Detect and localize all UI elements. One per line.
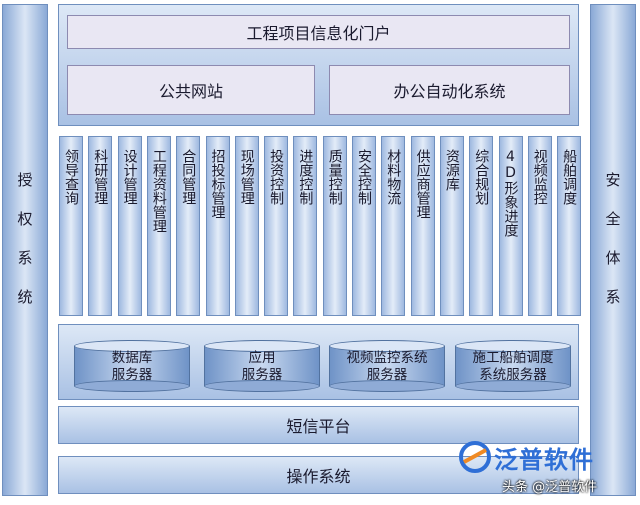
authorization-system-bar: 授权系统	[2, 4, 48, 496]
module-label: 供应商管理	[414, 149, 431, 219]
module-column: 进度控制	[293, 136, 318, 316]
module-column: 招投标管理	[205, 136, 230, 316]
security-system-bar: 安全体系	[590, 4, 636, 496]
module-label: 资源库	[443, 149, 460, 191]
office-system-box: 办公自动化系统	[329, 65, 570, 115]
server-label: 应用 服务器	[241, 350, 283, 383]
module-column: 材料物流	[381, 136, 406, 316]
security-system-label: 安全体系	[603, 172, 622, 328]
module-column: 工程资料管理	[146, 136, 171, 316]
module-label: 科研管理	[92, 149, 109, 205]
module-label: 视频监控	[531, 149, 548, 205]
server-cylinder: 数据库 服务器	[74, 340, 190, 392]
module-label: 领导查询	[63, 149, 79, 205]
module-column: 资源库	[439, 136, 464, 316]
module-label: 材料物流	[385, 149, 402, 205]
office-system-label: 办公自动化系统	[393, 82, 506, 101]
module-column: 视频监控	[527, 136, 552, 316]
module-label: 安全控制	[356, 149, 372, 205]
watermark-brand: 泛普软件	[494, 446, 594, 474]
module-column: 科研管理	[88, 136, 113, 316]
module-label: 招投标管理	[209, 149, 226, 219]
module-column: 投资控制	[264, 136, 289, 316]
portal-layer: 工程项目信息化门户 公共网站 办公自动化系统	[58, 4, 579, 126]
module-column: 船舶调度	[557, 136, 582, 316]
module-label: 设计管理	[121, 149, 138, 205]
module-column: 设计管理	[117, 136, 142, 316]
module-label: 质量控制	[326, 149, 343, 205]
server-cylinder: 施工船舶调度 系统服务器	[455, 340, 571, 392]
server-label: 视频监控系统 服务器	[346, 350, 428, 383]
module-column: 4D形象进度	[498, 136, 523, 316]
module-label: 合同管理	[180, 149, 197, 205]
os-bar: 操作系统	[58, 456, 579, 494]
portal-title-box: 工程项目信息化门户	[67, 15, 570, 49]
module-label: 现场管理	[238, 149, 255, 205]
server-cylinder: 视频监控系统 服务器	[329, 340, 445, 392]
module-column: 供应商管理	[410, 136, 435, 316]
portal-title: 工程项目信息化门户	[246, 24, 391, 43]
sms-platform-label: 短信平台	[286, 417, 351, 436]
sms-platform-bar: 短信平台	[58, 406, 579, 444]
module-label: 4D形象进度	[502, 149, 519, 237]
module-label: 进度控制	[297, 149, 314, 205]
module-label: 船舶调度	[561, 149, 578, 205]
watermark: 泛普软件 头条 @泛普软件	[458, 438, 638, 498]
server-label: 数据库 服务器	[111, 350, 153, 383]
module-column: 现场管理	[234, 136, 259, 316]
brand-logo-icon	[459, 441, 491, 473]
authorization-system-label: 授权系统	[15, 172, 34, 328]
public-site-box: 公共网站	[67, 65, 315, 115]
module-column: 合同管理	[176, 136, 201, 316]
server-label: 施工船舶调度 系统服务器	[472, 350, 554, 383]
module-label: 投资控制	[268, 149, 285, 205]
module-label: 综合规划	[473, 149, 490, 205]
os-label: 操作系统	[286, 467, 351, 486]
module-column: 质量控制	[322, 136, 347, 316]
module-column: 安全控制	[352, 136, 376, 316]
watermark-caption: 头条 @泛普软件	[502, 480, 598, 495]
server-cylinder: 应用 服务器	[204, 340, 320, 392]
module-column: 综合规划	[469, 136, 494, 316]
module-column: 领导查询	[59, 136, 83, 316]
public-site-label: 公共网站	[158, 82, 223, 101]
module-label: 工程资料管理	[150, 149, 167, 233]
